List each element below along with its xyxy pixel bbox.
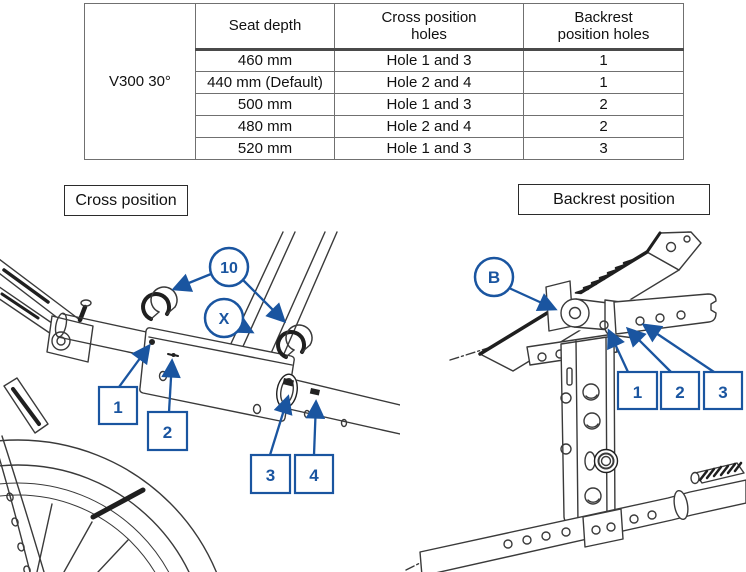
svg-text:1: 1 xyxy=(633,383,642,402)
callout-arrow xyxy=(232,315,255,334)
header-text-line1: Backrest xyxy=(574,8,633,26)
backrest-tube-art xyxy=(613,293,717,335)
header-text-line1: Cross position xyxy=(381,8,477,26)
column-header-seat-depth: Seat depth xyxy=(195,3,335,51)
column-header-cross-position-holes: Cross position holes xyxy=(334,3,524,51)
callout-arrow xyxy=(641,323,715,373)
table-header-row: V300 30° Seat depth Cross position holes… xyxy=(84,3,684,160)
cell-backrest-holes: 2 xyxy=(523,115,684,138)
cell-backrest-holes: 3 xyxy=(523,137,684,160)
cell-seat-depth: 460 mm xyxy=(195,49,335,72)
svg-text:2: 2 xyxy=(163,423,172,442)
backrest-position-diagram: B 1 2 3 xyxy=(405,231,746,572)
tube-clamp-art xyxy=(141,286,313,359)
cell-backrest-holes: 1 xyxy=(523,71,684,94)
table-model-cell: V300 30° xyxy=(84,3,196,160)
backrest-position-section-label: Backrest position xyxy=(518,184,710,215)
callout-box-2: 2 xyxy=(146,410,189,452)
seat-depth-config-table: V300 30° Seat depth Cross position holes… xyxy=(84,3,684,160)
header-text: Seat depth xyxy=(228,17,302,35)
svg-text:1: 1 xyxy=(113,398,122,417)
callout-circle-10: 10 xyxy=(208,246,250,288)
cross-diagram-callouts: 10 X 1 2 3 4 xyxy=(97,246,335,495)
cell-cross-holes: Hole 2 and 4 xyxy=(334,115,524,138)
cross-position-diagram: 10 X 1 2 3 4 xyxy=(0,231,400,572)
cell-seat-depth: 520 mm xyxy=(195,137,335,160)
svg-text:B: B xyxy=(488,268,500,287)
table-row: 520 mm Hole 1 and 3 3 xyxy=(85,137,684,160)
svg-text:4: 4 xyxy=(309,466,319,485)
cell-cross-holes: Hole 1 and 3 xyxy=(334,49,524,72)
table-row: 500 mm Hole 1 and 3 2 xyxy=(85,93,684,116)
callout-box-1: 1 xyxy=(97,385,139,426)
cell-cross-holes: Hole 1 and 3 xyxy=(334,93,524,116)
cell-seat-depth: 500 mm xyxy=(195,93,335,116)
callout-arrow xyxy=(171,272,212,292)
cell-cross-holes: Hole 2 and 4 xyxy=(334,71,524,94)
cell-seat-depth: 480 mm xyxy=(195,115,335,138)
cell-cross-holes: Hole 1 and 3 xyxy=(334,137,524,160)
column-header-backrest-position-holes: Backrest position holes xyxy=(523,3,684,51)
svg-text:X: X xyxy=(219,311,230,328)
header-text-line2: position holes xyxy=(557,26,650,43)
header-text-line2: holes xyxy=(411,26,447,43)
cell-backrest-holes: 1 xyxy=(523,49,684,72)
cell-backrest-holes: 2 xyxy=(523,93,684,116)
callout-arrow xyxy=(161,358,181,413)
callout-arrow xyxy=(625,326,672,373)
svg-text:10: 10 xyxy=(220,260,238,277)
svg-text:3: 3 xyxy=(718,383,727,402)
svg-text:2: 2 xyxy=(675,383,684,402)
backrest-diagram-callouts: B 1 2 3 xyxy=(473,256,744,411)
callout-arrow xyxy=(242,279,287,324)
callout-arrow xyxy=(607,328,630,373)
callout-arrow xyxy=(268,394,293,456)
front-frame-art xyxy=(0,258,94,363)
callout-box-3: 3 xyxy=(249,453,292,495)
bottom-tube-art xyxy=(405,461,746,572)
callout-arrow xyxy=(118,343,151,388)
callout-arrow xyxy=(305,399,326,456)
callout-box-4: 4 xyxy=(293,453,335,495)
svg-text:3: 3 xyxy=(266,466,275,485)
callout-circle-b: B xyxy=(473,256,515,298)
rear-wheel-art xyxy=(0,377,218,572)
callout-arrow xyxy=(508,286,558,311)
callout-box-2: 2 xyxy=(659,370,701,411)
vertical-plate-art xyxy=(560,335,619,526)
callout-box-3: 3 xyxy=(702,370,744,411)
cross-position-section-label: Cross position xyxy=(64,185,188,216)
callout-box-1: 1 xyxy=(616,370,659,411)
cell-seat-depth: 440 mm (Default) xyxy=(195,71,335,94)
cross-diagram-line-art xyxy=(0,231,400,572)
callout-circle-x: X xyxy=(203,297,245,339)
